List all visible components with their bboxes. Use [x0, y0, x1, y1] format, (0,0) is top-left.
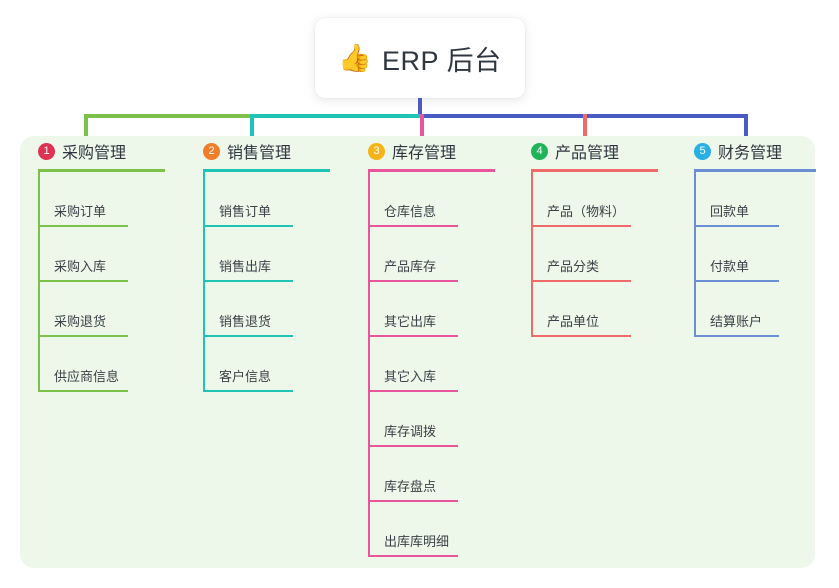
- branch-item-label: 采购退货: [54, 314, 107, 329]
- root-stem-connector: [418, 98, 422, 118]
- branch-item-underline: [368, 500, 458, 502]
- branch-item-label: 其它入库: [384, 369, 437, 384]
- branch-item-label: 库存调拨: [384, 424, 437, 439]
- branch-item-label: 其它出库: [384, 314, 437, 329]
- branch-item-underline: [531, 280, 631, 282]
- branch-item-underline: [203, 225, 293, 227]
- branch-item-underline: [368, 555, 458, 557]
- branch-item-underline: [694, 225, 779, 227]
- branch-number-badge: 3: [368, 142, 385, 160]
- branch-item-label: 销售出库: [219, 259, 272, 274]
- branch-item-underline: [694, 335, 779, 337]
- branch-item-underline: [38, 225, 128, 227]
- branch-header[interactable]: 1 采购管理: [20, 136, 180, 166]
- branch-item-label: 采购入库: [54, 259, 107, 274]
- branch-number-badge: 1: [38, 142, 55, 160]
- branch-column: 5 财务管理回款单付款单结算账户: [676, 136, 826, 337]
- branch-column: 4 产品管理产品（物料） 产品分类产品单位: [513, 136, 673, 337]
- branch-spine: [38, 172, 40, 392]
- branch-drop-line: [583, 114, 587, 150]
- branch-item-underline: [368, 335, 458, 337]
- branch-header-underline: [368, 169, 495, 172]
- branch-spine: [694, 172, 696, 337]
- branch-item-label: 仓库信息: [384, 204, 437, 219]
- branch-item-underline: [203, 335, 293, 337]
- branch-item-label: 回款单: [710, 204, 750, 219]
- root-node[interactable]: 👍 ERP 后台: [315, 18, 525, 98]
- branch-item-label: 产品库存: [384, 259, 437, 274]
- branch-title: 产品管理: [555, 145, 620, 162]
- branch-item-label: 销售订单: [219, 204, 272, 219]
- branch-title: 财务管理: [718, 145, 783, 162]
- branch-header-underline: [203, 169, 330, 172]
- branch-item-label: 采购订单: [54, 204, 107, 219]
- branch-title: 销售管理: [227, 145, 292, 162]
- branch-header-underline: [694, 169, 816, 172]
- root-title: ERP 后台: [382, 45, 502, 76]
- branch-item-label: 客户信息: [219, 369, 272, 384]
- thumbs-up-icon: 👍: [338, 42, 373, 73]
- branch-spine: [531, 172, 533, 337]
- branch-item-underline: [368, 445, 458, 447]
- branch-header-underline: [38, 169, 165, 172]
- branch-column: 2 销售管理销售订单销售出库销售退货客户信息: [185, 136, 345, 392]
- branch-item-label: 付款单: [710, 259, 750, 274]
- branch-header-underline: [531, 169, 658, 172]
- branch-drop-line: [420, 114, 424, 150]
- branches-panel: 1 采购管理采购订单采购入库采购退货供应商信息 2 销售管理销售订单销售出库销售退货客…: [20, 136, 816, 568]
- branch-column: 1 采购管理采购订单采购入库采购退货供应商信息: [20, 136, 180, 392]
- branch-header[interactable]: 5 财务管理: [676, 136, 826, 166]
- branch-item-underline: [531, 225, 631, 227]
- branch-item-underline: [694, 280, 779, 282]
- branch-title: 采购管理: [62, 145, 127, 162]
- branch-item-label: 产品（物料）: [547, 204, 626, 219]
- branch-title: 库存管理: [392, 145, 457, 162]
- branch-item-label: 产品分类: [547, 259, 600, 274]
- branch-spine: [203, 172, 205, 392]
- branch-item-label: 产品单位: [547, 314, 600, 329]
- branch-column: 3 库存管理仓库信息产品库存其它出库其它入库库存调拨库存盘点出库库明细: [350, 136, 510, 557]
- branch-number-badge: 4: [531, 142, 548, 160]
- branch-item-label: 出库库明细: [384, 534, 450, 549]
- branch-item-underline: [38, 280, 128, 282]
- branch-item-underline: [203, 280, 293, 282]
- branch-item-underline: [38, 390, 128, 392]
- branch-header[interactable]: 4 产品管理: [513, 136, 673, 166]
- branch-item-underline: [368, 280, 458, 282]
- branch-bar-segment: [250, 114, 422, 118]
- branch-number-badge: 5: [694, 142, 711, 160]
- branch-item-underline: [368, 225, 458, 227]
- branch-header[interactable]: 2 销售管理: [185, 136, 345, 166]
- branch-drop-line: [84, 114, 88, 150]
- branch-drop-line: [744, 114, 748, 150]
- branch-spine: [368, 172, 370, 557]
- branch-drop-line: [250, 114, 254, 150]
- branch-item-underline: [203, 390, 293, 392]
- branch-item-label: 结算账户: [710, 314, 763, 329]
- branch-item-underline: [368, 390, 458, 392]
- branch-item-label: 销售退货: [219, 314, 272, 329]
- branch-item-underline: [531, 335, 631, 337]
- branch-item-underline: [38, 335, 128, 337]
- branch-header[interactable]: 3 库存管理: [350, 136, 510, 166]
- branch-item-label: 供应商信息: [54, 369, 120, 384]
- branch-bar-segment: [84, 114, 252, 118]
- branch-item-label: 库存盘点: [384, 479, 437, 494]
- branch-number-badge: 2: [203, 142, 220, 160]
